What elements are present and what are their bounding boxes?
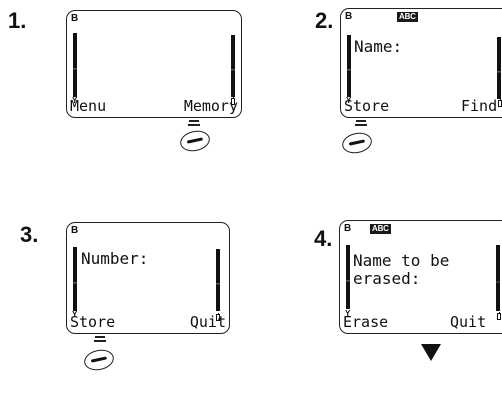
- signal-strength-bar: [73, 247, 77, 311]
- soft-key-right-label: Find: [461, 97, 498, 115]
- mode-abc-indicator: ABC: [397, 12, 418, 22]
- antenna-icon: Y: [346, 96, 352, 105]
- battery-indicator: B: [345, 11, 353, 22]
- signal-strength-bar: [347, 35, 351, 97]
- prompt-line-1: Number:: [81, 249, 149, 268]
- battery-icon: [498, 99, 502, 107]
- battery-icon: [231, 97, 235, 105]
- phone-display-2: B ABC Y Name: Store Find: [340, 8, 502, 118]
- antenna-icon: Y: [345, 309, 351, 318]
- signal-strength-bar: [346, 245, 350, 309]
- prompt-line-1: Name to be: [353, 251, 450, 270]
- step-number-2: 2.: [315, 8, 334, 33]
- soft-key-right-label: Quit: [189, 313, 226, 331]
- softkey-button-icon[interactable]: [340, 130, 374, 156]
- soft-key-left-label: Menu: [70, 97, 107, 115]
- softkey-ticks-2: [355, 120, 367, 128]
- phone-display-1: B Y Menu Memory: [66, 10, 242, 118]
- prompt-line-1: Name:: [354, 37, 403, 56]
- mode-abc-indicator: ABC: [370, 224, 391, 234]
- soft-key-left-label: Store: [344, 97, 390, 115]
- signal-strength-bar: [73, 33, 77, 97]
- battery-icon: [216, 313, 220, 321]
- step-number-4: 4.: [314, 226, 333, 251]
- step-number-1: 1.: [8, 8, 27, 33]
- battery-indicator: B: [71, 225, 79, 236]
- phone-display-4: B ABC Y Name to be erased: Erase Quit: [339, 220, 502, 334]
- battery-level-bar: [496, 245, 500, 311]
- battery-level-bar: [497, 37, 501, 99]
- prompt-line-2: erased:: [353, 269, 421, 288]
- battery-level-bar: [216, 249, 220, 311]
- antenna-icon: Y: [72, 310, 78, 319]
- soft-key-left-label: Erase: [343, 313, 389, 331]
- softkey-button-icon[interactable]: [82, 347, 116, 373]
- battery-icon: [497, 312, 501, 320]
- softkey-button-icon[interactable]: [178, 128, 212, 154]
- down-arrow-icon[interactable]: [421, 344, 441, 361]
- phone-display-3: B Y Number: Store Quit: [66, 222, 230, 334]
- soft-key-right-label: Memory: [183, 97, 238, 115]
- softkey-ticks-3: [94, 336, 106, 344]
- battery-indicator: B: [71, 13, 79, 24]
- antenna-icon: Y: [72, 96, 78, 105]
- soft-key-right-label: Quit: [450, 313, 487, 331]
- battery-level-bar: [231, 35, 235, 97]
- soft-key-left-label: Store: [70, 313, 116, 331]
- step-number-3: 3.: [20, 222, 39, 247]
- battery-indicator: B: [344, 223, 352, 234]
- softkey-ticks-1: [188, 120, 200, 128]
